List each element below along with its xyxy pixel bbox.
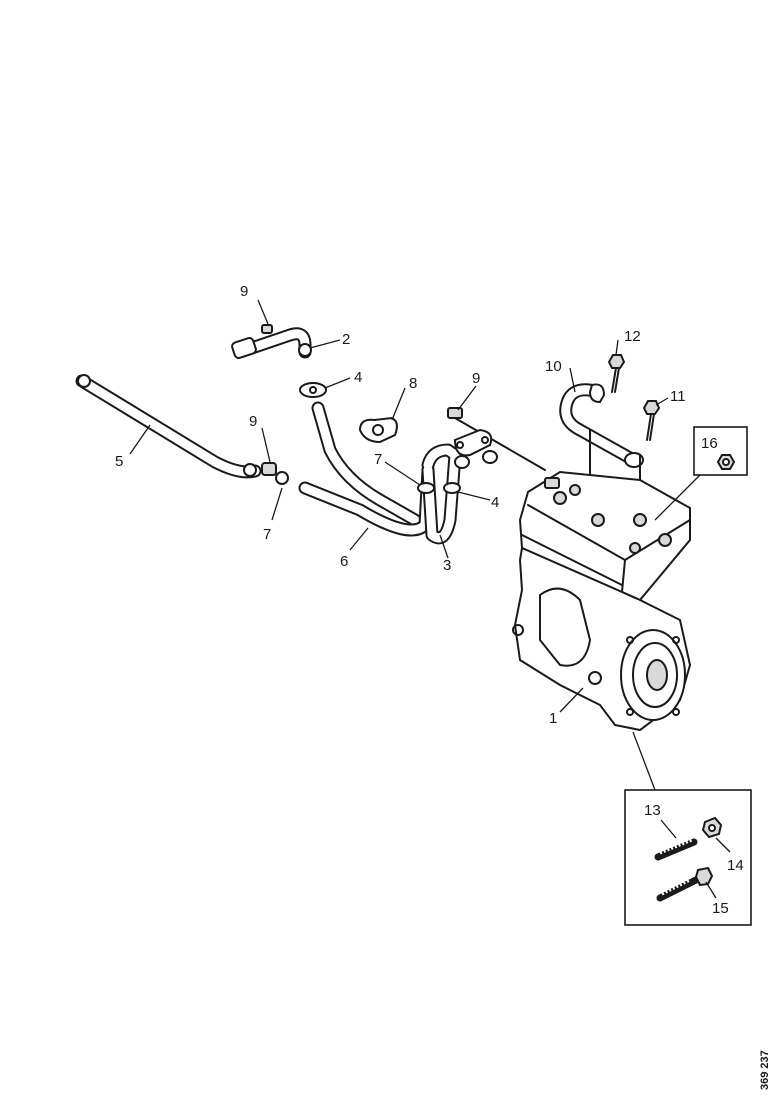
hose-part-6 <box>298 401 435 537</box>
leader-lines <box>129 299 701 791</box>
callout-3: 3 <box>443 557 451 574</box>
fitting-part-9-right <box>447 407 546 471</box>
callout-10: 10 <box>545 358 562 375</box>
callout-14: 14 <box>727 857 744 874</box>
callout-8: 8 <box>409 375 417 392</box>
callout-9-top: 9 <box>240 283 248 300</box>
compressor-part-1 <box>512 470 692 732</box>
callout-labels: 9 2 4 8 9 10 12 11 9 5 7 4 7 6 3 16 1 13… <box>115 283 744 917</box>
drawing-reference-number: 369 237 <box>759 1050 771 1090</box>
callout-2: 2 <box>342 331 350 348</box>
callout-4-right: 4 <box>491 494 499 511</box>
clamp-part-8 <box>358 416 398 444</box>
callout-5: 5 <box>115 453 123 470</box>
callout-16: 16 <box>701 435 718 452</box>
callout-7-left: 7 <box>263 526 271 543</box>
callout-13: 13 <box>644 802 661 819</box>
callout-9-left: 9 <box>249 413 257 430</box>
flange-part-4-top <box>299 382 327 398</box>
bolt-part-12 <box>607 354 626 393</box>
detail-frame-16 <box>693 426 748 476</box>
bolt-part-15 <box>656 866 714 902</box>
hose-part-3 <box>417 443 462 545</box>
callout-4-top: 4 <box>354 369 362 386</box>
bolt-part-11 <box>642 400 661 441</box>
callout-11: 11 <box>670 388 686 405</box>
callout-12: 12 <box>624 328 641 345</box>
tube-part-5 <box>75 374 289 485</box>
nut-part-14 <box>701 816 723 839</box>
callout-15: 15 <box>712 900 729 917</box>
callout-6: 6 <box>340 553 348 570</box>
detail-frame-13-15 <box>624 789 752 926</box>
callout-9-right: 9 <box>472 370 480 387</box>
stud-part-13 <box>654 838 698 861</box>
callout-1: 1 <box>549 710 557 727</box>
pipe-part-2 <box>231 324 312 359</box>
callout-7-right: 7 <box>374 451 382 468</box>
